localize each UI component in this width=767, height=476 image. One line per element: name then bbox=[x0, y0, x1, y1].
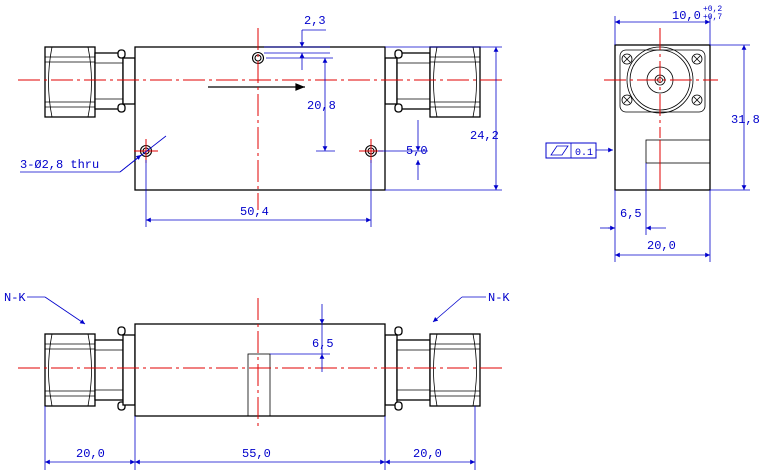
dim-front-slot: 6,5 bbox=[312, 337, 334, 351]
dim-base-width: 20,0 bbox=[647, 239, 676, 253]
dim-hole-bottom: 5,0 bbox=[406, 144, 428, 158]
left-connector-top bbox=[44, 46, 136, 118]
flatness-callout: 0.1 bbox=[545, 142, 613, 159]
flange-screw-tl bbox=[621, 53, 633, 65]
flange-screw-tr bbox=[691, 53, 703, 65]
front-view: N-K N-K 6,5 20,0 55,0 20,0 bbox=[4, 291, 510, 470]
dim-hole-offset: 2,3 bbox=[304, 14, 326, 28]
isolator-body-top bbox=[134, 46, 386, 191]
top-view: 2,3 20,8 24,2 5,0 50,4 3-Ø2,8 thru bbox=[18, 14, 505, 227]
dim-body-height: 24,2 bbox=[470, 129, 499, 143]
left-connector-front bbox=[44, 326, 136, 411]
base-slot bbox=[645, 139, 711, 164]
dim-body-length: 55,0 bbox=[242, 447, 271, 461]
side-view: 10,0 +0,2 +0,7 31,8 0.1 6,5 20,0 bbox=[545, 5, 760, 262]
right-connector-top bbox=[384, 46, 481, 118]
tol-upper: +0,2 bbox=[703, 5, 722, 14]
dim-right-connector: 20,0 bbox=[413, 447, 442, 461]
tol-lower: +0,7 bbox=[703, 13, 722, 22]
dim-base-offset: 6,5 bbox=[620, 207, 642, 221]
connector-label-right: N-K bbox=[488, 291, 510, 305]
flange-screw-bl bbox=[621, 94, 633, 106]
hole-note: 3-Ø2,8 thru bbox=[20, 158, 99, 172]
dim-left-connector: 20,0 bbox=[76, 447, 105, 461]
connector-label-left: N-K bbox=[4, 291, 26, 305]
dim-side-height: 31,8 bbox=[731, 113, 760, 127]
side-body bbox=[614, 44, 711, 191]
dim-hole-spacing-h: 50,4 bbox=[240, 205, 269, 219]
isolator-body-front bbox=[134, 323, 386, 417]
flange-screw-br bbox=[691, 94, 703, 106]
flatness-value: 0.1 bbox=[575, 148, 593, 159]
front-slot bbox=[247, 353, 271, 417]
dim-hole-spacing-v: 20,8 bbox=[307, 99, 336, 113]
right-connector-front bbox=[384, 326, 481, 411]
dim-side-width: 10,0 bbox=[672, 9, 701, 23]
